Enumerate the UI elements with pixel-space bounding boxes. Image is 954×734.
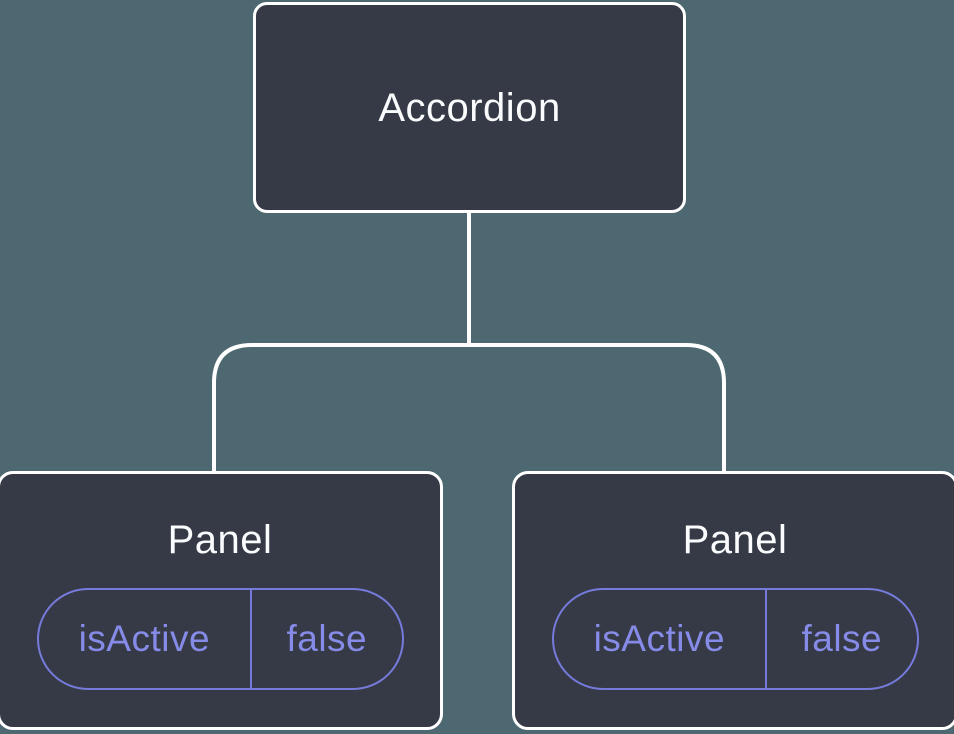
state-key-right: isActive [554, 590, 768, 688]
component-label-panel-right: Panel [682, 518, 788, 562]
component-node-panel-right: Panel isActive false [512, 471, 954, 730]
component-label-accordion: Accordion [378, 85, 561, 130]
component-node-accordion: Accordion [253, 2, 686, 213]
state-pill-left: isActive false [36, 588, 404, 690]
state-key-left: isActive [39, 590, 253, 688]
state-pill-right: isActive false [551, 588, 919, 690]
component-label-panel-left: Panel [167, 518, 273, 562]
state-value-left: false [286, 618, 368, 659]
component-node-panel-left: Panel isActive false [0, 471, 443, 730]
connector-branch [212, 343, 726, 474]
state-value-right: false [801, 618, 883, 659]
